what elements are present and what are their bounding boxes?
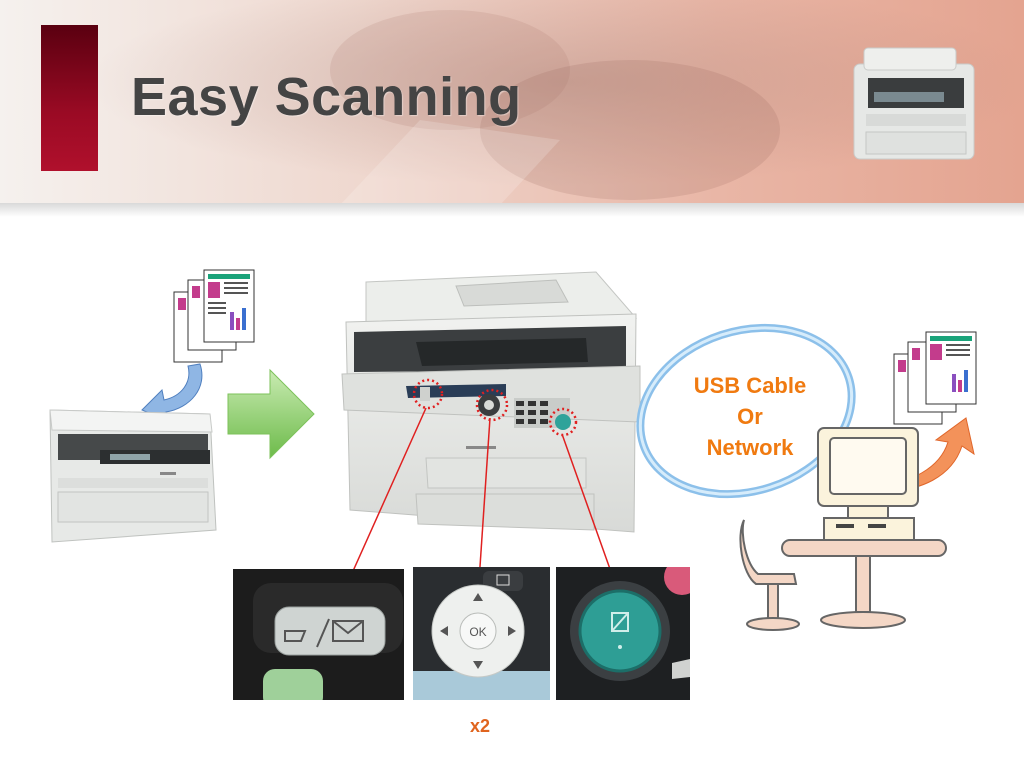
green-arrow-icon bbox=[227, 368, 315, 460]
page-title: Easy Scanning bbox=[131, 67, 522, 127]
document-stack-icon bbox=[893, 331, 977, 425]
connection-label: USB Cable Or Network bbox=[660, 370, 840, 463]
header-divider bbox=[0, 203, 1024, 217]
connection-oval bbox=[636, 323, 856, 499]
press-count-label: x2 bbox=[470, 716, 491, 736]
closeup-scan-key bbox=[233, 569, 404, 700]
connection-line-3: Network bbox=[706, 435, 794, 460]
connection-line-1: USB Cable bbox=[693, 373, 807, 398]
header-background-photo bbox=[0, 0, 1024, 205]
closeup-ok-key: OK bbox=[413, 567, 550, 700]
ok-navigation-icon: OK bbox=[413, 567, 550, 700]
title-accent-bar bbox=[41, 25, 98, 171]
header-photo-overlay bbox=[330, 10, 780, 205]
closeup-start-key bbox=[556, 567, 690, 700]
document-stack-icon bbox=[173, 269, 255, 363]
blue-arrow-icon bbox=[141, 363, 203, 423]
small-mfp-icon bbox=[853, 47, 975, 160]
ok-button-label: OK bbox=[469, 625, 486, 639]
start-button-icon bbox=[556, 567, 690, 700]
connection-line-2: Or bbox=[737, 404, 763, 429]
header-banner bbox=[0, 0, 1024, 205]
mfp-main-icon bbox=[341, 271, 641, 533]
computer-desk-icon bbox=[739, 427, 947, 631]
scan-key-icon bbox=[233, 569, 404, 700]
scanner-icon bbox=[49, 409, 217, 543]
